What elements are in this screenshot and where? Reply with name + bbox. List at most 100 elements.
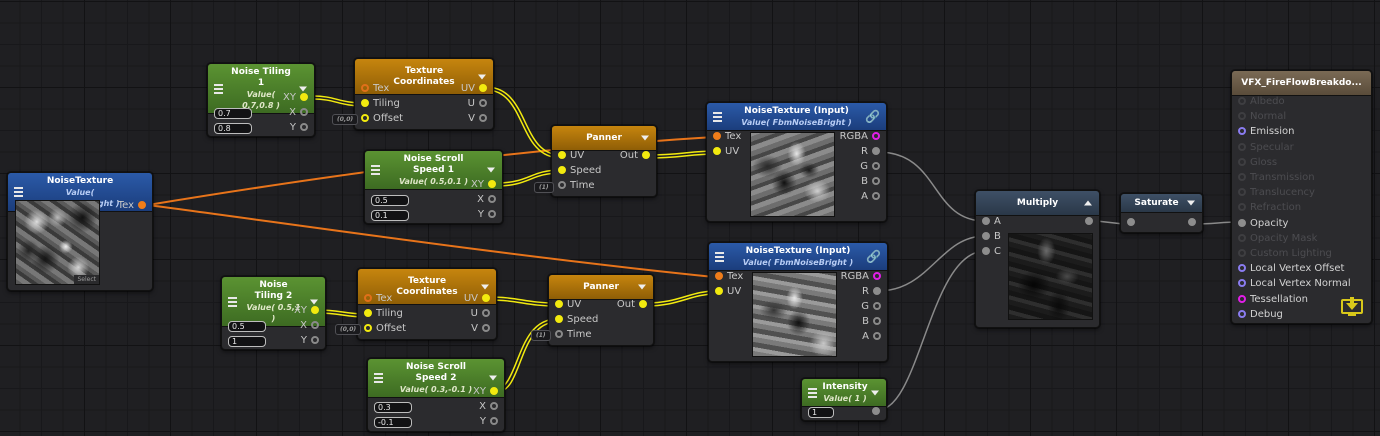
menu-icon[interactable] — [228, 295, 237, 309]
input-pin[interactable] — [1238, 279, 1246, 288]
output-pin[interactable] — [311, 336, 319, 344]
port-time-in[interactable]: Time — [558, 179, 594, 193]
port-uv-in[interactable]: UV — [558, 149, 584, 163]
x-value-field[interactable]: 0.5 — [371, 195, 409, 206]
x-value-field[interactable]: 0.3 — [374, 402, 412, 413]
output-pin[interactable] — [138, 201, 146, 209]
input-pin[interactable] — [713, 147, 721, 155]
input-pin[interactable] — [1238, 173, 1246, 181]
output-port-albedo[interactable]: Albedo — [1238, 95, 1285, 109]
chevron-down-icon[interactable] — [1187, 200, 1195, 206]
output-pin[interactable] — [490, 402, 498, 410]
input-pin[interactable] — [1238, 203, 1246, 212]
node-texture-coordinates-1[interactable]: Texture Coordinates Tex Tiling Offset UV… — [354, 58, 494, 130]
node-header[interactable]: Noise Tiling 1 Value( 0.7,0.8 ) — [208, 64, 314, 114]
output-pin[interactable] — [482, 294, 490, 302]
input-pin[interactable] — [982, 232, 990, 240]
port-xy-out[interactable]: XY — [283, 91, 308, 105]
texture-preview[interactable]: Select — [15, 200, 100, 285]
port-a-out[interactable]: A — [861, 190, 880, 204]
input-pin[interactable] — [558, 181, 566, 189]
node-header[interactable]: Texture Coordinates — [358, 269, 496, 305]
node-noise-texture-input-2[interactable]: NoiseTexture (Input) Value( FbmNoiseBrig… — [708, 242, 888, 362]
value-field[interactable]: 1 — [808, 407, 834, 418]
output-port-opacity[interactable]: Opacity — [1238, 217, 1288, 231]
port-speed-in[interactable]: Speed — [555, 313, 598, 327]
node-header[interactable]: Panner — [552, 126, 656, 151]
port-a-out[interactable]: A — [862, 330, 881, 344]
output-port-refraction[interactable]: Refraction — [1238, 201, 1301, 215]
node-noise-scroll-speed-2[interactable]: Noise Scroll Speed 2 Value( 0.3,-0.1 ) X… — [367, 358, 505, 432]
output-pin[interactable] — [311, 321, 319, 329]
port-xy-out[interactable]: XY — [294, 304, 319, 318]
output-port-emission[interactable]: Emission — [1238, 125, 1295, 139]
node-header[interactable]: NoiseTexture (Input) Value( FbmNoiseBrig… — [709, 243, 887, 271]
port-xy-out[interactable]: XY — [471, 178, 496, 192]
output-pin[interactable] — [479, 99, 487, 107]
port-uv-in[interactable]: UV — [555, 298, 581, 312]
port-v-out[interactable]: V — [471, 322, 490, 336]
port-offset-in[interactable]: Offset — [364, 322, 406, 336]
output-pin[interactable] — [482, 309, 490, 317]
output-pin[interactable] — [311, 306, 319, 314]
input-pin[interactable] — [558, 166, 566, 174]
x-value-field[interactable]: 0.5 — [228, 321, 266, 332]
chevron-down-icon[interactable] — [489, 375, 497, 381]
input-pin[interactable] — [1238, 233, 1246, 242]
port-tex-in[interactable]: Tex — [715, 270, 743, 284]
port-out[interactable]: Out — [617, 298, 647, 312]
node-header[interactable]: Texture Coordinates — [355, 59, 493, 95]
output-port-normal[interactable]: Normal — [1238, 110, 1286, 124]
node-panner-2[interactable]: Panner UV Speed Time Out — [548, 274, 654, 346]
output-pin[interactable] — [873, 272, 881, 280]
port-y-out[interactable]: Y — [301, 334, 319, 348]
port-uv-in[interactable]: UV — [713, 145, 739, 159]
output-pin[interactable] — [488, 195, 496, 203]
output-pin[interactable] — [872, 177, 880, 185]
port-c-in[interactable]: C — [982, 245, 1001, 259]
output-port-local-vertex-normal[interactable]: Local Vertex Normal — [1238, 277, 1351, 291]
chevron-down-icon[interactable] — [871, 390, 879, 395]
input-pin[interactable] — [364, 324, 372, 332]
node-header[interactable]: Noise Scroll Speed 1 Value( 0.5,0.1 ) — [365, 151, 502, 190]
output-port-debug[interactable]: Debug — [1238, 308, 1283, 322]
output-pin[interactable] — [873, 332, 881, 340]
menu-icon[interactable] — [713, 110, 722, 124]
port-uv-in[interactable]: UV — [715, 285, 741, 299]
menu-icon[interactable] — [214, 82, 223, 96]
x-value-field[interactable]: 0.7 — [214, 108, 252, 119]
port-u-out[interactable]: U — [468, 97, 487, 111]
output-port-tessellation[interactable]: Tessellation — [1238, 293, 1308, 307]
port-a-in[interactable]: A — [982, 215, 1001, 229]
input-pin[interactable] — [1238, 112, 1246, 121]
input-pin[interactable] — [555, 330, 563, 338]
input-pin[interactable] — [558, 151, 566, 159]
chevron-up-icon[interactable] — [1084, 200, 1092, 206]
port-out[interactable] — [1184, 216, 1196, 230]
port-rgba-out[interactable]: RGBA — [841, 270, 881, 284]
link-icon[interactable]: 🔗 — [866, 249, 881, 263]
port-tiling-in[interactable]: Tiling — [364, 307, 403, 321]
input-pin[interactable] — [1238, 142, 1246, 151]
y-value-field[interactable]: 1 — [228, 336, 266, 347]
node-header[interactable]: Noise Tiling 2 Value( 0.5,1 ) — [222, 277, 325, 327]
menu-icon[interactable] — [14, 185, 23, 199]
output-port-specular[interactable]: Specular — [1238, 141, 1294, 155]
output-pin[interactable] — [300, 93, 308, 101]
output-port-transmission[interactable]: Transmission — [1238, 171, 1315, 185]
chevron-down-icon[interactable] — [638, 284, 646, 290]
node-noise-texture[interactable]: NoiseTexture Value( FbmNoiseBright ) Sel… — [7, 172, 153, 291]
menu-icon[interactable] — [371, 163, 380, 177]
input-pin[interactable] — [1238, 264, 1246, 273]
input-pin[interactable] — [1238, 309, 1246, 318]
chevron-down-icon[interactable] — [299, 86, 307, 91]
input-pin[interactable] — [555, 315, 563, 323]
output-pin[interactable] — [642, 151, 650, 159]
port-tex-out[interactable]: Tex — [118, 199, 146, 213]
output-pin[interactable] — [488, 210, 496, 218]
time-default-chip[interactable]: (1) — [534, 182, 554, 193]
node-noise-tiling-1[interactable]: Noise Tiling 1 Value( 0.7,0.8 ) XY X Y 0… — [207, 63, 315, 137]
output-pin[interactable] — [479, 114, 487, 122]
port-b-in[interactable]: B — [982, 230, 1001, 244]
port-xy-out[interactable]: XY — [473, 385, 498, 399]
